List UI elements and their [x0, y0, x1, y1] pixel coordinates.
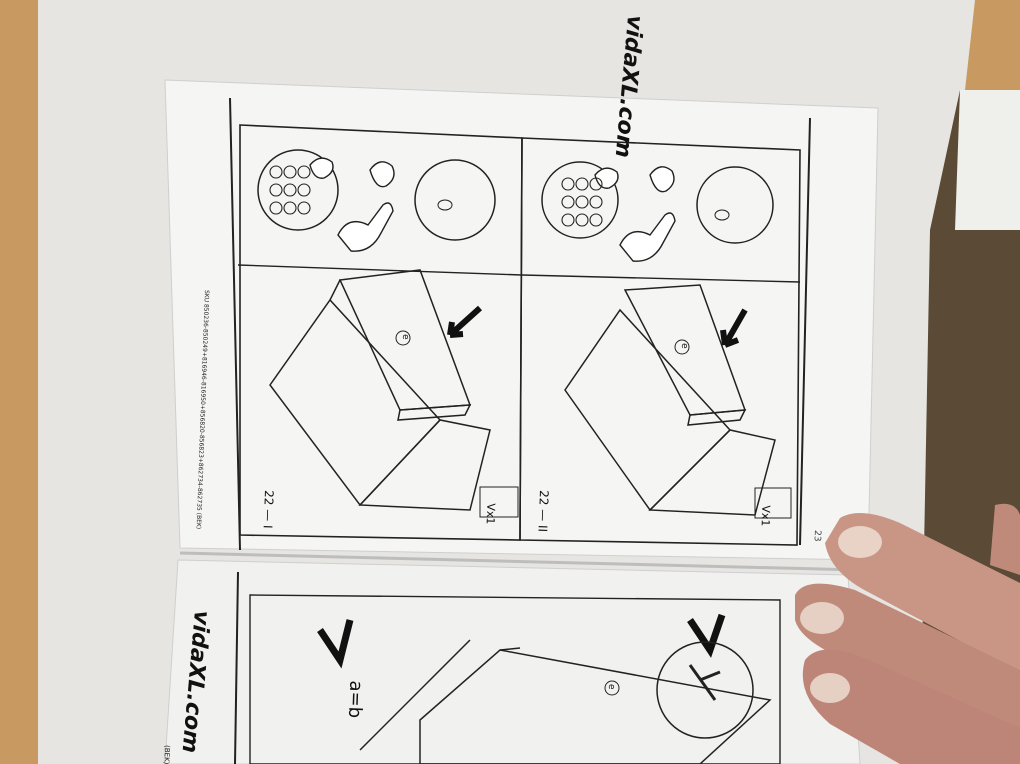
step-two-hole-detail-circle: [696, 166, 774, 244]
step-two-dowel-grid-icon: [561, 177, 603, 227]
screwdriver-icon: [688, 664, 721, 701]
step-two-panel: [519, 137, 801, 546]
step-two-dowel-detail-circle: [541, 161, 619, 239]
step-two-hole-icon: [714, 209, 730, 221]
step-one-dowel-detail-circle: [257, 149, 339, 231]
step-two-drawer-illustration: [564, 284, 776, 516]
step-two-arrow-icon: [720, 308, 748, 348]
step-one-part-letter: e: [400, 334, 410, 340]
equation-text: a=b: [344, 680, 366, 718]
fingernail-2: [800, 602, 844, 634]
step-one-arrow-icon: [447, 305, 483, 338]
bottom-part-circle: [604, 680, 620, 696]
step-two-hardware-qty: Vx1: [759, 505, 773, 526]
step-one-drawer-illustration: [269, 269, 491, 511]
step-one-hole-icon: [437, 199, 453, 211]
bottom-part-letter: e: [606, 684, 616, 690]
step-one-dowel-grid-icon: [269, 165, 311, 215]
step-one-hardware-box: [479, 486, 519, 518]
step-two-divider: [521, 274, 801, 283]
step-two-hardware-box: [754, 487, 792, 519]
booklet-bottom-page: [164, 559, 861, 764]
check-mark-icon: [317, 619, 354, 669]
page-border-right: [799, 117, 811, 546]
cabinet-edge: [955, 90, 1020, 230]
fingernail: [838, 526, 882, 558]
step-two-part-circle: [674, 339, 690, 355]
step-one-part-circle: [395, 330, 411, 346]
step-two-label: 22 — II: [536, 490, 551, 532]
step-one-hole-detail-circle: [414, 159, 496, 241]
article-numbers-fragment: (BEK): [162, 745, 171, 764]
step-one-hardware-qty: Vx1: [484, 503, 498, 524]
step-one-hand-icon: [309, 157, 395, 252]
bottom-step-panel: [249, 594, 781, 764]
page-border-left: [229, 97, 241, 551]
hand-fingers: [795, 503, 1020, 764]
booklet-spine: [179, 551, 861, 572]
step-one-label: 22 — I: [261, 490, 276, 529]
page-number: 23: [812, 530, 822, 542]
bottom-page-border: [234, 571, 239, 764]
bottom-screw-detail-circle: [656, 641, 754, 739]
step-two-part-letter: e: [679, 343, 689, 349]
check-mark-icon-2: [687, 613, 726, 658]
bottom-furniture-illustration: [359, 639, 772, 764]
step-one-divider: [237, 264, 523, 276]
step-two-hand-icon: [594, 166, 676, 262]
fingernail-3: [810, 673, 850, 703]
